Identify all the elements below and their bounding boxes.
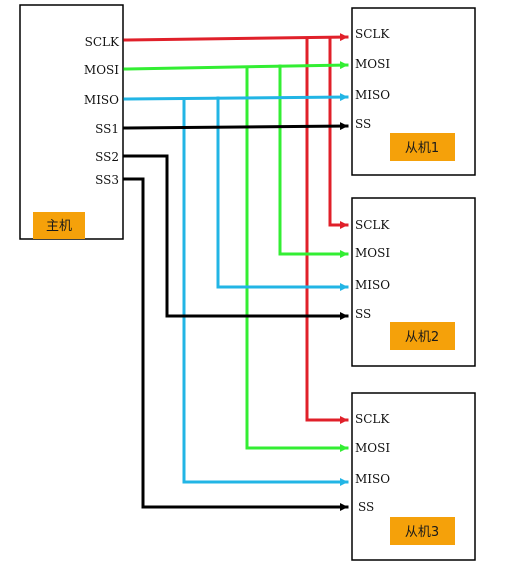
sclk-wires — [123, 33, 349, 424]
master-pin-ss1: SS1 — [95, 122, 119, 136]
slave-3-label-badge — [390, 517, 455, 545]
slave-3-label: 从机3 — [405, 525, 439, 540]
slave-1-label-badge — [390, 133, 455, 161]
slave-device-3: SCLK MOSI MISO SS 从机3 — [351, 392, 476, 561]
mosi-wire-slave-3 — [245, 65, 349, 452]
slave-device-1: SCLK MOSI MISO SS 从机1 — [351, 7, 476, 176]
slave-3-pin-ss: SS — [358, 500, 374, 514]
master-pin-ss2: SS2 — [95, 150, 119, 164]
slave-2-label-badge — [390, 322, 455, 350]
master-label-badge — [33, 212, 85, 239]
master-pin-sclk: SCLK — [85, 35, 120, 49]
sclk-wire-slave-3 — [305, 37, 349, 424]
miso-wire-slave-2 — [216, 96, 349, 291]
slave-2-label: 从机2 — [405, 330, 439, 345]
master-pin-miso: MISO — [84, 93, 119, 107]
miso-wires — [123, 93, 349, 486]
ss-wires — [123, 122, 349, 511]
master-device: SCLK MOSI MISO SS1 SS2 SS3 主机 — [19, 4, 124, 240]
miso-wire-slave-1 — [123, 93, 349, 102]
slave-2-pin-sclk: SCLK — [355, 218, 390, 232]
mosi-wires — [123, 61, 349, 452]
ss3-wire-slave-3 — [123, 177, 349, 511]
slave-2-pin-ss: SS — [355, 307, 371, 321]
miso-wire-slave-3 — [182, 97, 349, 486]
master-pin-ss3: SS3 — [95, 173, 119, 187]
slave-3-pin-sclk: SCLK — [355, 412, 390, 426]
sclk-wire-slave-1 — [123, 33, 349, 42]
slave-1-pin-miso: MISO — [355, 88, 390, 102]
mosi-wire-slave-1 — [123, 61, 349, 71]
slave-1-pin-sclk: SCLK — [355, 27, 390, 41]
ss1-wire-slave-1 — [123, 122, 349, 131]
slave-2-pin-mosi: MOSI — [355, 246, 390, 260]
ss2-wire-slave-2 — [123, 154, 349, 320]
master-pin-mosi: MOSI — [84, 63, 119, 77]
master-label: 主机 — [46, 219, 72, 234]
mosi-wire-slave-2 — [278, 64, 349, 258]
slave-3-pin-miso: MISO — [355, 472, 390, 486]
slave-device-2: SCLK MOSI MISO SS 从机2 — [351, 197, 476, 367]
sclk-wire-slave-2 — [328, 36, 349, 229]
slave-1-label: 从机1 — [405, 141, 439, 156]
slave-1-pin-ss: SS — [355, 117, 371, 131]
slave-3-pin-mosi: MOSI — [355, 441, 390, 455]
slave-2-pin-miso: MISO — [355, 278, 390, 292]
slave-1-pin-mosi: MOSI — [355, 57, 390, 71]
master-box — [19, 4, 124, 240]
